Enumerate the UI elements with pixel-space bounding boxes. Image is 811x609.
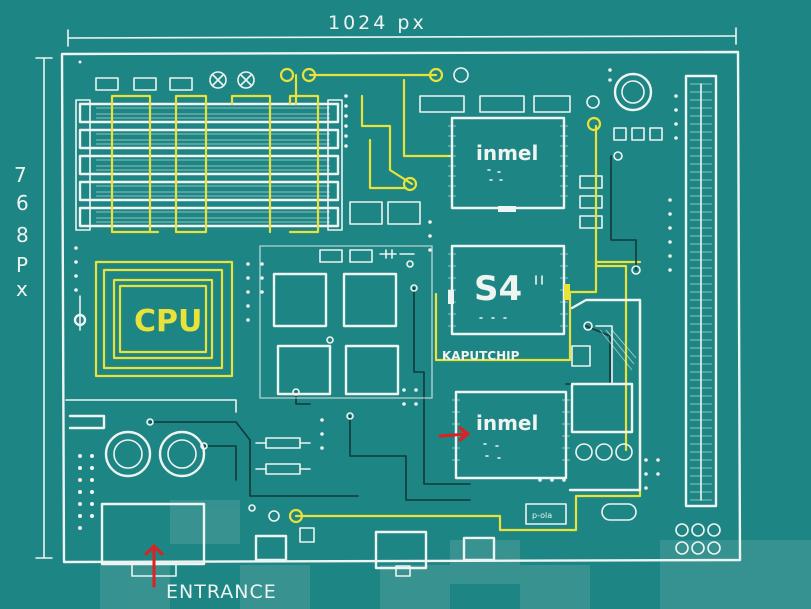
height-dimension-char-2: 6: [16, 191, 29, 215]
bottom-left-components: [66, 400, 494, 576]
height-dimension-char-4: P: [16, 253, 28, 277]
center-blocks: [260, 246, 432, 419]
cpu-label: CPU: [134, 304, 202, 339]
small-chip-label: p-ola: [532, 511, 552, 520]
chip-bottom-label: inmel: [476, 411, 538, 435]
height-dimension-char-3: 8: [16, 223, 29, 247]
width-dimension-label: 1024 px: [328, 12, 427, 34]
chip-middle-label: S4: [474, 269, 522, 309]
yellow-traces: [96, 75, 640, 530]
chip-middle: S4: [448, 246, 570, 334]
entrance-label: ENTRANCE: [166, 581, 277, 603]
kaputchip-label: KAPUTCHIP: [442, 349, 520, 363]
chip-bottom: inmel: [452, 392, 570, 478]
chip-pointer-arrow: [440, 428, 468, 440]
yellow-pads: [281, 69, 600, 522]
right-header-connector: [676, 76, 720, 554]
height-dimension-char-5: x: [16, 277, 28, 301]
chip-top-label: inmel: [476, 141, 538, 165]
height-dimension: 7 6 8 P x: [14, 58, 52, 558]
cpu-socket: CPU: [104, 270, 222, 368]
chip-top: inmel: [448, 118, 568, 212]
height-dimension-char-1: 7: [14, 163, 27, 187]
width-dimension: 1024 px: [68, 12, 736, 46]
ram-slots: [76, 100, 342, 230]
